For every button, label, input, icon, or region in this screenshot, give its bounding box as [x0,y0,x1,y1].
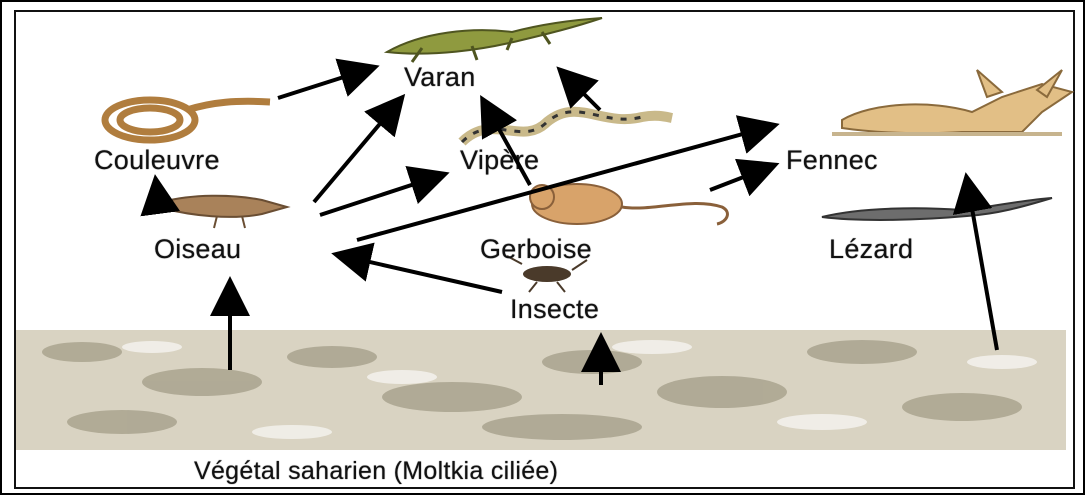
arrow-oiseau-to-varan [314,100,400,202]
arrow-gerboise-to-varan [484,102,530,185]
arrow-oiseau-to-vipere [320,175,442,215]
arrow-couleuvre-to-varan [278,68,372,98]
arrow-oiseau-to-couleuvre [156,182,160,212]
arrow-gerboise-to-fennec [710,166,772,190]
arrow-lezard-to-fennec [967,180,997,350]
arrow-insecte-to-oiseau [339,255,502,292]
arrow-vipere-to-varan [562,72,600,110]
